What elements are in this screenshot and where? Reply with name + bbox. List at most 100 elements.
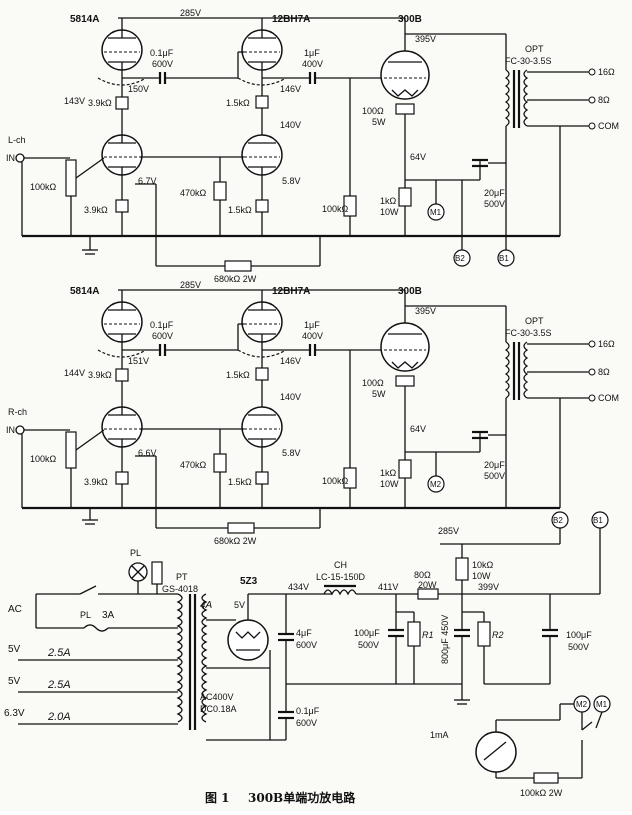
c2-v-label: 400V <box>302 59 323 69</box>
in-label-left: IN <box>6 153 15 163</box>
figure-number: 图 1 <box>205 791 230 805</box>
v-143: 143V <box>64 96 85 106</box>
b-plus-label: 285V <box>180 280 201 290</box>
meter-m2-select-label: M2 <box>576 700 588 709</box>
c-in-label: 4μF <box>296 628 312 638</box>
r-100ohm-w-label: 5W <box>372 117 386 127</box>
tap-8-terminal[interactable] <box>588 96 596 104</box>
opt-secondary <box>523 69 529 127</box>
v-140: 140V <box>280 392 301 402</box>
power-switch[interactable] <box>79 585 97 595</box>
tap-8-terminal[interactable] <box>588 368 596 376</box>
r-10k-w-label: 10W <box>472 571 491 581</box>
fuse <box>83 624 109 632</box>
meter-switch[interactable] <box>581 721 593 731</box>
r-1k-w-label: 10W <box>380 479 399 489</box>
tap-5v-label: 5V <box>234 600 245 610</box>
r-15k-b-label: 1.5kΩ <box>228 205 252 215</box>
v-5-8: 5.8V <box>282 448 301 458</box>
milliammeter <box>475 731 517 773</box>
ac-rating-label: AC400V <box>200 692 234 702</box>
r-39k-b-label: 3.9kΩ <box>84 477 108 487</box>
v-143: 144V <box>64 368 85 378</box>
meter-m2-label: M2 <box>430 480 442 489</box>
input-volume-pot[interactable] <box>65 431 77 469</box>
tap-com-terminal[interactable] <box>588 122 596 130</box>
tap-8-label: 8Ω <box>598 367 610 377</box>
input-jack-right[interactable] <box>15 425 25 435</box>
rect-label: 5Z3 <box>240 576 258 587</box>
bus-b2-top <box>453 249 471 267</box>
resistor-15k-b <box>255 199 269 213</box>
r-fb-label: 680kΩ 2W <box>214 536 257 546</box>
v-5-8: 5.8V <box>282 176 301 186</box>
resistor-1k-cathode <box>398 459 412 479</box>
pt-secondary <box>201 593 208 723</box>
input-label-right: R-ch <box>8 407 27 417</box>
v-146: 146V <box>280 84 301 94</box>
tap-16-terminal[interactable] <box>588 340 596 348</box>
tap-16-label: 16Ω <box>598 339 615 349</box>
resistor-39k-a <box>115 368 129 382</box>
choke-model-label: LC-15-150D <box>316 572 366 582</box>
r-1k-label: 1kΩ <box>380 468 397 478</box>
ac-label: AC <box>8 604 22 615</box>
resistor-15k-a <box>255 95 269 109</box>
r-15k-a-label: 1.5kΩ <box>226 98 250 108</box>
r-1k-label: 1kΩ <box>380 196 397 206</box>
tap-4a-label: 4A <box>200 600 213 611</box>
v-64: 64V <box>410 152 426 162</box>
tube-v3-label: 300B <box>398 286 422 297</box>
r-10k-label: 10kΩ <box>472 560 494 570</box>
resistor-100k-grid <box>343 467 357 489</box>
meter-m1-jack[interactable] <box>427 203 445 221</box>
bus-b1-top <box>497 249 515 267</box>
r-15k-b-label: 1.5kΩ <box>228 477 252 487</box>
resistor-15k-b <box>255 471 269 485</box>
w2-a-label: 2.5A <box>47 679 71 691</box>
meter-m2-jack[interactable] <box>427 475 445 493</box>
resistor-80ohm <box>417 588 439 600</box>
pl-label: PL <box>130 548 141 558</box>
bus-b1-bottom <box>591 511 609 529</box>
c-800-label: 800μF 450V <box>440 615 450 664</box>
c1-label: 0.1μF <box>150 48 174 58</box>
resistor-100ohm-hum[interactable] <box>395 103 415 115</box>
tap-16-terminal[interactable] <box>588 68 596 76</box>
pl2-label: PL <box>80 610 91 620</box>
v-395: 395V <box>415 34 436 44</box>
channel-left: 285V 5814A 12BH7A 300B 150V 143V 3.9kΩ L… <box>6 8 619 284</box>
r-100ohm-label: 100Ω <box>362 106 384 116</box>
v-395: 395V <box>415 306 436 316</box>
tube-v2-label: 12BH7A <box>272 286 310 297</box>
v-434: 434V <box>288 582 309 592</box>
opt-label: OPT <box>525 44 544 54</box>
bus-b1-label-top: B1 <box>499 254 509 263</box>
r-39k-b-label: 3.9kΩ <box>84 205 108 215</box>
r-470k-label: 470kΩ <box>180 460 207 470</box>
resistor-680k-feedback <box>227 522 255 534</box>
input-jack-left[interactable] <box>15 153 25 163</box>
pt-label: PT <box>176 572 188 582</box>
input-volume-pot[interactable] <box>65 159 77 197</box>
r-100k-in-label: 100kΩ <box>30 454 57 464</box>
resistor-470k <box>213 181 227 201</box>
opt-primary <box>504 69 510 127</box>
resistor-39k-b <box>115 199 129 213</box>
c2-label: 1μF <box>304 320 320 330</box>
bus-b2-bottom <box>551 511 569 529</box>
c-100a-label: 100μF <box>354 628 380 638</box>
r-100ohm-w-label: 5W <box>372 389 386 399</box>
r-1k-w-label: 10W <box>380 207 399 217</box>
w1-a-label: 2.5A <box>47 647 71 659</box>
resistor-100ohm-hum[interactable] <box>395 375 415 387</box>
r-meter-label: 100kΩ 2W <box>520 788 563 798</box>
dc-rating-label: DC0.18A <box>200 704 237 714</box>
r-100k-g-label: 100kΩ <box>322 204 349 214</box>
tap-16-label: 16Ω <box>598 67 615 77</box>
b-plus-label: 285V <box>180 8 201 18</box>
meter-m1-label: M1 <box>430 208 442 217</box>
tap-com-terminal[interactable] <box>588 394 596 402</box>
